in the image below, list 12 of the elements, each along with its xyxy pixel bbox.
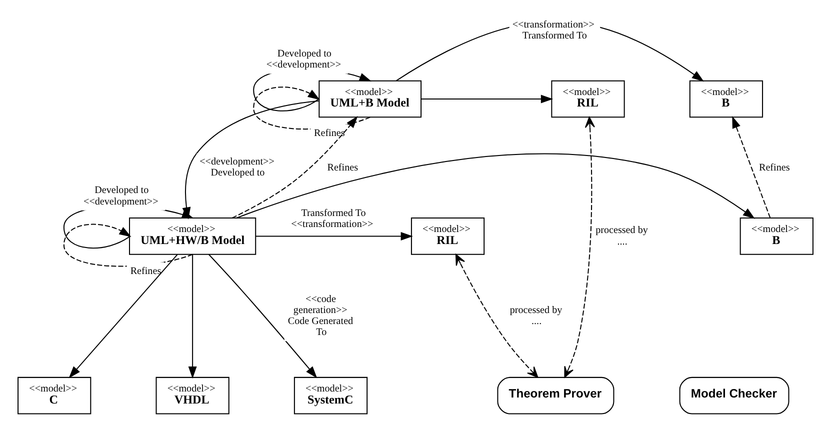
edge-label: Transformed To <<transformation>>: [291, 208, 374, 230]
edge-label: Refines: [314, 128, 345, 139]
edge-label: <<transformation>> Transformed To: [512, 19, 594, 42]
edge-label: Developed to <<development>>: [84, 185, 158, 208]
edge-label: Refines: [130, 266, 162, 277]
edge-label: <<development>> Developed to: [200, 156, 274, 179]
edge-label: processed by ....: [510, 304, 562, 327]
edge-label: <<code generation>> Code Generated To: [288, 294, 354, 338]
edge-label: Refines: [758, 162, 790, 174]
edge-label: Refines: [327, 162, 358, 174]
edge-label: processed by ....: [596, 225, 648, 248]
edge-label: Developed to <<development>>: [266, 48, 342, 71]
